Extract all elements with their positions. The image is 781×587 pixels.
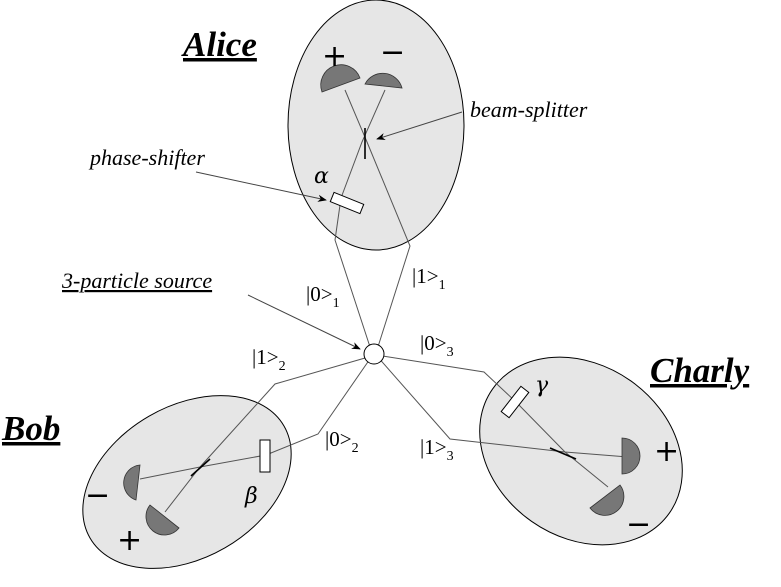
- bob-detector-plus: [145, 504, 180, 536]
- particle-source: [363, 343, 385, 365]
- ket-bob-0: |0>2: [325, 427, 359, 456]
- phase-shifter-arrow: [195, 171, 327, 202]
- alice-detector-minus: [364, 72, 403, 89]
- ket-alice-0: |0>1: [306, 282, 340, 311]
- charly-detector-plus: [621, 437, 641, 475]
- ket-alice-1: |1>1: [412, 264, 446, 293]
- ket-charly-0: |0>3: [420, 331, 454, 360]
- gamma-label: γ: [535, 373, 549, 398]
- charly-plus-sign: +: [654, 434, 679, 469]
- charly-minus-sign: −: [626, 507, 651, 542]
- bob-beam-splitter: [190, 458, 211, 477]
- bob-plus-sign: +: [117, 523, 142, 558]
- alice-plus-sign: +: [322, 39, 347, 74]
- bob-station: [82, 395, 292, 569]
- source-label: 3-particle source: [61, 268, 212, 293]
- charly-beam-1: [375, 354, 629, 458]
- ket-charly-1: |1>3: [420, 435, 454, 464]
- charly-beam-splitter: [549, 447, 577, 460]
- beta-label: β: [244, 484, 258, 509]
- charly-title: Charly: [650, 351, 750, 390]
- alice-phase-shifter: [329, 191, 365, 215]
- alice-title: Alice: [181, 25, 257, 64]
- alice-detector-plus: [320, 64, 361, 93]
- alice-station: [287, 0, 465, 251]
- bob-beam-1: [164, 355, 373, 513]
- alpha-label: α: [314, 164, 329, 189]
- charly-station: [479, 356, 683, 546]
- source-arrow: [247, 294, 361, 350]
- ket-bob-1: |1>2: [252, 345, 286, 374]
- bob-minus-sign: −: [85, 478, 110, 513]
- alice-minus-sign: −: [380, 35, 405, 70]
- charly-phase-shifter: [500, 385, 530, 419]
- phase-shifter-label: phase-shifter: [88, 145, 205, 170]
- bob-phase-shifter: [259, 439, 271, 473]
- bob-title: Bob: [1, 409, 60, 448]
- charly-detector-minus: [589, 484, 625, 516]
- alice-beam-1: [344, 89, 411, 354]
- beam-splitter-arrow: [376, 111, 463, 140]
- beam-splitter-label: beam-splitter: [470, 97, 588, 122]
- bob-detector-minus: [123, 464, 141, 501]
